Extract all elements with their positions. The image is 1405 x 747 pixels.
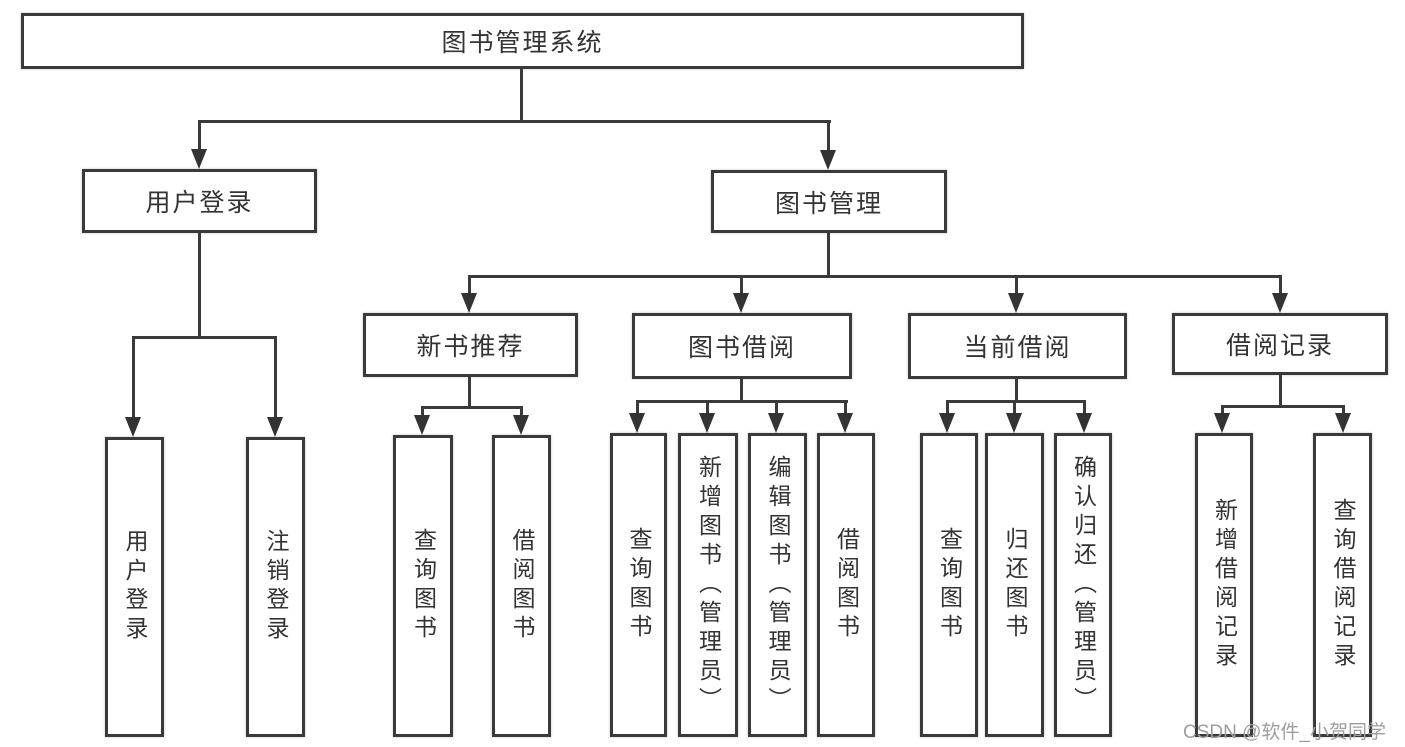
arrow-down-icon [733, 293, 749, 313]
leaf-label: 归还图书 [1002, 527, 1028, 643]
connector-book-borrow-stem [740, 377, 743, 403]
leaf-label: 编辑图书（管理员） [765, 454, 791, 716]
connector-drop-borrow-records [1279, 275, 1282, 295]
node-user-login: 用户登录 [82, 169, 317, 233]
arrow-down-icon [837, 413, 853, 433]
leaf-label: 查询图书 [936, 527, 963, 643]
connector-drop [520, 406, 523, 417]
node-current-borrowing: 当前借阅 [908, 313, 1127, 379]
connector-borrow-records-stem [1279, 375, 1282, 408]
connector-current-borrow-stem [1015, 377, 1018, 403]
arrow-down-icon [1076, 413, 1092, 433]
connector-drop-new-book [468, 275, 471, 295]
connector-drop [1083, 400, 1086, 414]
arrow-down-icon [820, 150, 836, 170]
leaf-query-books-current: 查询图书 [920, 433, 978, 737]
arrow-down-icon [699, 413, 715, 433]
arrow-down-icon [939, 413, 955, 433]
connector-drop-login-leaf [132, 336, 135, 418]
leaf-borrow-books-recommend: 借阅图书 [492, 435, 551, 737]
arrow-down-icon [1006, 413, 1022, 433]
arrow-down-icon [1008, 293, 1024, 313]
arrow-down-icon [1335, 413, 1351, 433]
connector-user-login-branch [132, 336, 277, 339]
arrow-down-icon [267, 417, 283, 437]
connector-drop [1013, 400, 1016, 414]
connector-new-book-stem [468, 377, 471, 409]
connector-current-borrow-branch [946, 400, 1086, 403]
leaf-query-books-borrowing: 查询图书 [610, 433, 667, 737]
arrow-down-icon [461, 293, 477, 313]
node-label: 借阅记录 [1225, 332, 1334, 360]
leaf-add-books-admin: 新增图书（管理员） [678, 433, 738, 737]
leaf-label: 确认归还（管理员） [1070, 454, 1097, 716]
node-book-borrowing: 图书借阅 [632, 313, 852, 379]
leaf-label: 新增借阅记录 [1211, 498, 1238, 672]
connector-drop [636, 400, 639, 414]
node-new-book-recommend: 新书推荐 [363, 313, 578, 377]
leaf-label: 查询借阅记录 [1330, 498, 1356, 672]
leaf-label: 注销登录 [263, 529, 289, 645]
node-label: 新书推荐 [416, 333, 525, 361]
leaf-logout: 注销登录 [246, 437, 305, 737]
connector-new-book-branch [421, 406, 523, 409]
arrow-down-icon [414, 415, 430, 435]
arrow-down-icon [768, 413, 784, 433]
arrow-down-icon [1214, 413, 1230, 433]
node-book-management: 图书管理 [711, 170, 947, 233]
connector-drop [1342, 405, 1345, 415]
leaf-confirm-return-admin: 确认归还（管理员） [1054, 433, 1112, 737]
leaf-user-login: 用户登录 [105, 437, 164, 737]
connector-drop-user-login [198, 120, 201, 151]
node-label: 图书管理 [774, 189, 883, 218]
arrow-down-icon [191, 149, 207, 169]
arrow-down-icon [125, 417, 141, 437]
leaf-add-borrow-record: 新增借阅记录 [1195, 433, 1253, 737]
leaf-edit-books-admin: 编辑图书（管理员） [748, 433, 807, 737]
node-label: 图书管理系统 [441, 29, 604, 57]
node-library-management-system: 图书管理系统 [21, 13, 1024, 69]
node-borrowing-records: 借阅记录 [1172, 313, 1388, 375]
connector-drop [421, 406, 424, 417]
connector-drop-current-borrow [1015, 275, 1018, 295]
connector-drop [775, 400, 778, 414]
connector-user-login-stem [198, 233, 201, 339]
connector-drop [844, 400, 847, 414]
leaf-label: 查询图书 [626, 527, 652, 643]
connector-root-branch [198, 120, 831, 123]
leaf-return-books: 归还图书 [985, 433, 1044, 737]
leaf-query-books-recommend: 查询图书 [393, 435, 453, 737]
leaf-label: 查询图书 [410, 528, 437, 644]
leaf-label: 借阅图书 [833, 527, 860, 643]
node-label: 图书借阅 [687, 334, 796, 362]
connector-drop-logout-leaf [274, 336, 277, 418]
connector-book-mgmt-branch [468, 275, 1282, 278]
connector-root-stem [520, 69, 523, 122]
arrow-down-icon [629, 413, 645, 433]
arrow-down-icon [513, 415, 529, 435]
connector-drop-book-borrow [740, 275, 743, 295]
connector-drop [1221, 405, 1224, 415]
leaf-query-borrow-record: 查询借阅记录 [1313, 433, 1372, 737]
connector-book-borrow-branch [636, 400, 848, 403]
leaf-borrow-books: 借阅图书 [817, 433, 875, 737]
arrow-down-icon [1272, 293, 1288, 313]
connector-book-mgmt-stem [827, 233, 830, 278]
leaf-label: 新增图书（管理员） [695, 454, 722, 716]
csdn-watermark: CSDN @软件_小贺同学 [1183, 722, 1386, 743]
leaf-label: 借阅图书 [509, 528, 535, 644]
leaf-label: 用户登录 [122, 529, 148, 645]
node-label: 用户登录 [145, 189, 254, 217]
connector-drop-book-management [827, 120, 830, 151]
connector-borrow-records-branch [1221, 405, 1345, 408]
node-label: 当前借阅 [963, 334, 1072, 362]
connector-drop [946, 400, 949, 414]
connector-drop [706, 400, 709, 414]
